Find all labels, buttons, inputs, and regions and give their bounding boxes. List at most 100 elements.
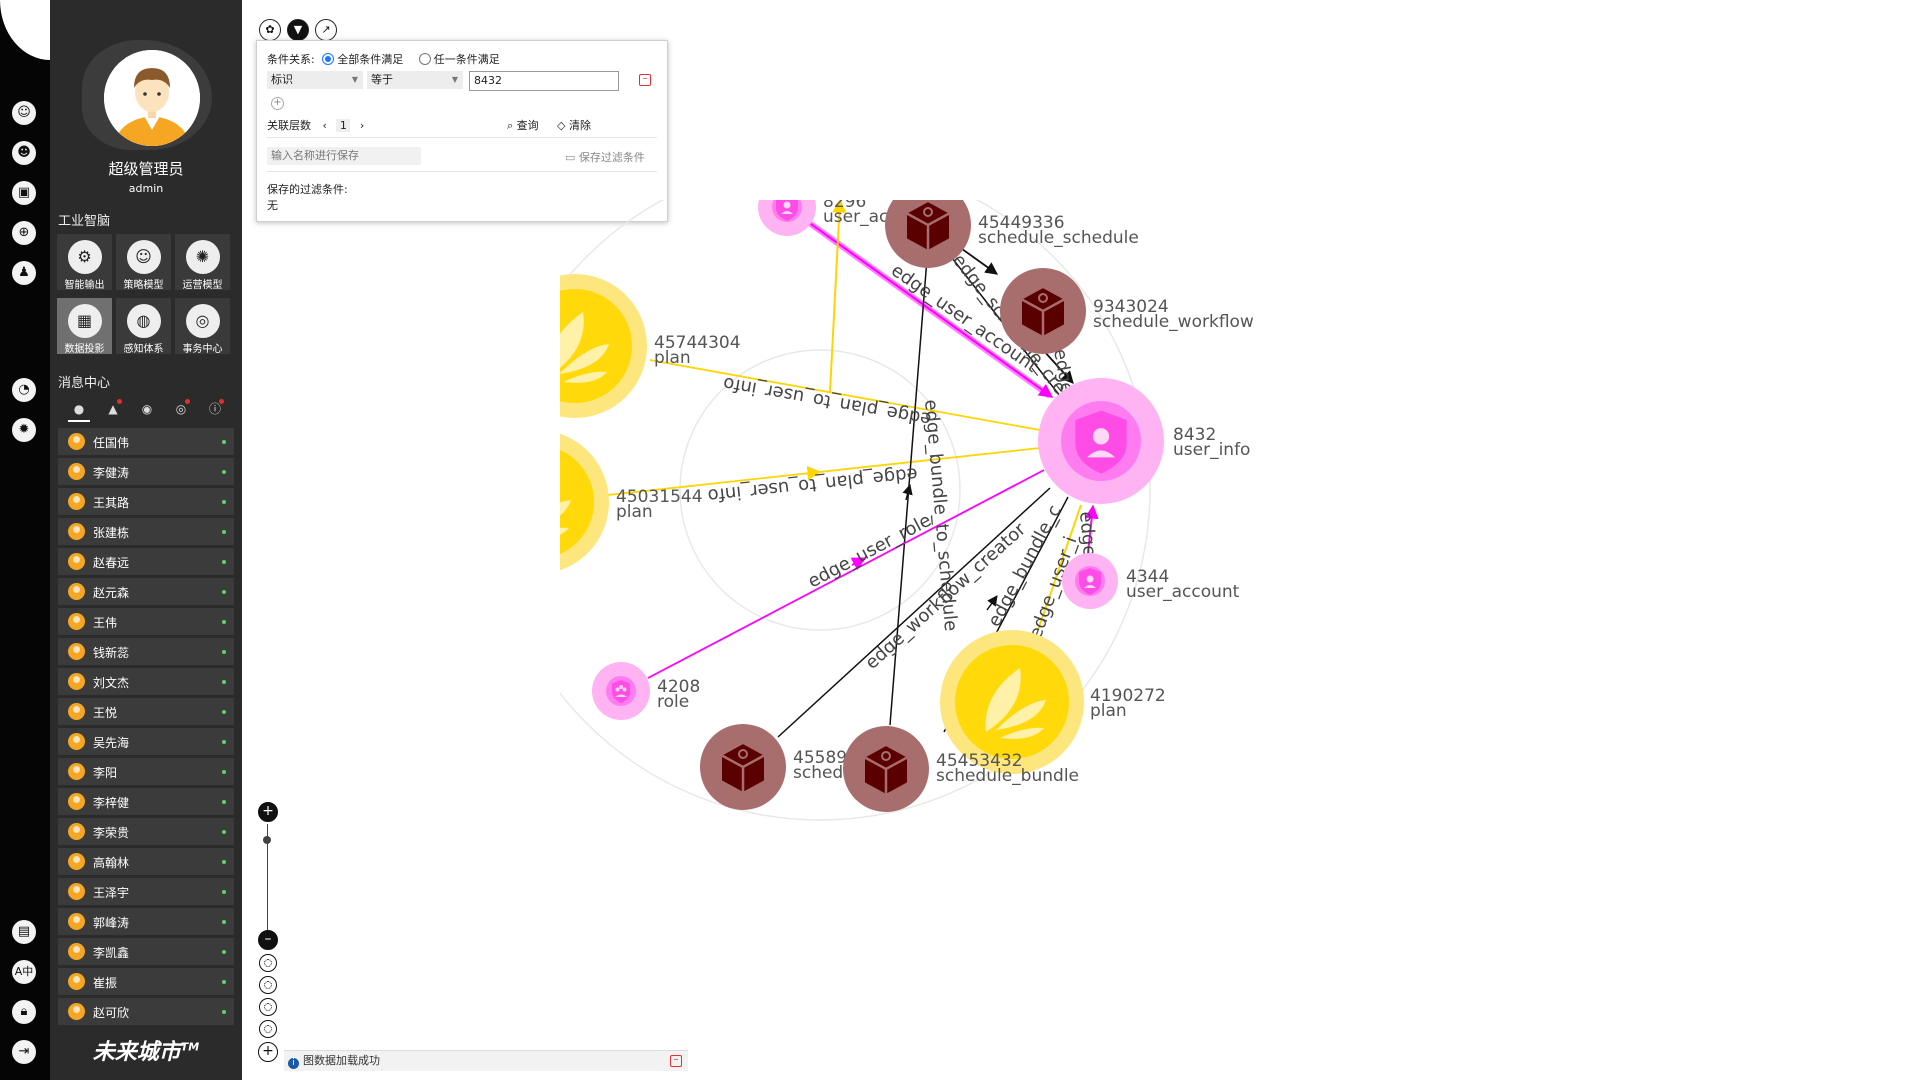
contact-item[interactable]: 张建栋 [58, 518, 234, 545]
share-icon[interactable]: ↗ [315, 19, 337, 41]
graph-node-4344[interactable]: 4344 user_account [1062, 553, 1240, 609]
field-select[interactable]: 标识▼ [267, 71, 363, 89]
graph-node-455891[interactable]: 455891 schedu [700, 724, 858, 810]
contact-item[interactable]: 吴先海 [58, 728, 234, 755]
radio-all-conditions[interactable] [322, 53, 335, 65]
contact-item[interactable]: 王泽宇 [58, 878, 234, 905]
graph-node-45031544[interactable]: 45031544 plan [560, 430, 703, 574]
tile-data-projection[interactable]: ▦ 数据投影 [57, 298, 112, 355]
contact-item[interactable]: 高翰林 [58, 848, 234, 875]
status-message: 图数据加载成功 [303, 1054, 380, 1067]
layout-cluster-icon[interactable] [259, 998, 277, 1016]
layout-radial-icon[interactable] [259, 954, 277, 972]
edge-workflow-to-user[interactable] [1042, 349, 1074, 384]
contact-item[interactable]: 崔振 [58, 968, 234, 995]
logout-icon[interactable]: ⇥ [12, 1040, 36, 1064]
share-circle-icon[interactable]: ⊕ [12, 221, 36, 245]
palette-icon[interactable]: ✿ [259, 19, 281, 41]
avatar[interactable] [104, 50, 200, 146]
graph-node-45453432[interactable]: 45453432 schedule_bundle [843, 726, 1079, 812]
layout-circle-icon[interactable] [259, 976, 277, 994]
tile-label: 数据投影 [64, 344, 105, 355]
contact-item[interactable]: 钱新蕊 [58, 638, 234, 665]
value-input[interactable]: 8432 [469, 71, 619, 91]
close-status-button[interactable]: – [670, 1055, 682, 1067]
globe-icon: ◍ [126, 304, 161, 338]
filter-icon[interactable]: ▼ [287, 19, 309, 41]
field-select-value: 标识 [271, 73, 293, 86]
graph-node-9343024[interactable]: 9343024 schedule_workflow [1000, 268, 1254, 354]
graph-node-8296[interactable]: 8296 user_account [758, 200, 937, 236]
avatar-area [82, 40, 212, 165]
contact-item[interactable]: 赵元森 [58, 578, 234, 605]
edge-workflow-creator[interactable] [777, 487, 1051, 738]
graph-node-45449336[interactable]: 45449336 schedule_schedule [885, 200, 1139, 268]
add-node-button[interactable]: + [258, 1042, 278, 1062]
translate-icon[interactable]: A中 [12, 960, 36, 984]
chip-icon[interactable]: ▤ [12, 920, 36, 944]
tile-smart-output[interactable]: ⚙ 智能输出 [57, 234, 112, 291]
profile-icon[interactable]: ☺ [12, 101, 36, 125]
edge-user-account[interactable] [789, 208, 1054, 398]
tile-strategy-model[interactable]: ☺ 策略模型 [116, 234, 171, 291]
edge-user-role[interactable] [647, 469, 1045, 679]
graph-node-4208[interactable]: 4208 role [592, 662, 700, 720]
user-settings-icon[interactable]: ♟ [12, 261, 36, 285]
zoom-out-button[interactable]: – [258, 930, 278, 950]
add-condition-button[interactable]: + [271, 97, 284, 110]
radio-any-condition[interactable] [418, 53, 431, 65]
contact-name: 李阳 [93, 766, 118, 780]
bell-icon[interactable]: ▲ [102, 398, 124, 420]
team-icon[interactable]: ☻ [12, 141, 36, 165]
depth-value[interactable]: 1 [336, 119, 351, 132]
lock-icon[interactable]: 🔒︎ [12, 1000, 36, 1024]
tile-perception-system[interactable]: ◍ 感知体系 [116, 298, 171, 355]
contact-item[interactable]: 赵可欣 [58, 998, 234, 1025]
clear-button[interactable]: ◇ 清除 [557, 117, 591, 133]
contact-item[interactable]: 郭峰涛 [58, 908, 234, 935]
chat-icon[interactable]: ● [68, 398, 90, 422]
zoom-in-button[interactable]: + [258, 802, 278, 822]
operator-select[interactable]: 等于▼ [367, 71, 463, 89]
edge-plan-to-user-info-1[interactable] [649, 359, 1041, 431]
tile-affairs-center[interactable]: ◎ 事务中心 [175, 298, 230, 355]
group-icon[interactable]: ◎ [170, 398, 192, 420]
depth-decrease-icon[interactable]: ‹ [322, 119, 327, 132]
contact-item[interactable]: 李凯鑫 [58, 938, 234, 965]
contact-item[interactable]: 李荣贵 [58, 818, 234, 845]
graph-node-45744304[interactable]: 45744304 plan [560, 274, 741, 418]
dashboard-icon[interactable]: ◔ [12, 378, 36, 402]
contact-item[interactable]: 王其路 [58, 488, 234, 515]
alert-icon[interactable]: ⓘ [204, 398, 226, 420]
saved-filters-value: 无 [267, 199, 278, 212]
save-filter-button[interactable]: ▭ 保存过滤条件 [565, 149, 645, 165]
graph-canvas[interactable]: edge_user_account edge_schedule_creator … [560, 200, 1560, 1000]
contacts-icon[interactable]: ◉ [141, 402, 153, 416]
graph-node-4190272[interactable]: 4190272 plan [940, 630, 1166, 774]
zoom-slider-handle[interactable] [263, 836, 271, 844]
layout-concentric-icon[interactable] [259, 1020, 277, 1038]
contact-item[interactable]: 王伟 [58, 608, 234, 635]
screen-icon[interactable]: ▣ [12, 181, 36, 205]
contact-item[interactable]: 李梓健 [58, 788, 234, 815]
contact-name: 吴先海 [93, 736, 130, 750]
settings-icon[interactable]: ✹ [12, 418, 36, 442]
contact-item[interactable]: 赵春远 [58, 548, 234, 575]
edge-schedule-creator[interactable] [937, 239, 1061, 397]
contact-item[interactable]: 王悦 [58, 698, 234, 725]
edge-plan-user-info-3[interactable] [1037, 504, 1082, 631]
contact-item[interactable]: 任国伟 [58, 428, 234, 455]
save-name-input[interactable]: 输入名称进行保存 [267, 147, 421, 165]
zoom-slider-track[interactable] [267, 824, 268, 932]
contact-item[interactable]: 刘文杰 [58, 668, 234, 695]
depth-increase-icon[interactable]: › [359, 119, 365, 132]
graph-node-8432[interactable]: 8432 user_info [1038, 378, 1250, 504]
edge-plan-to-user-info-2[interactable] [607, 447, 1041, 496]
query-button[interactable]: ⌕ 查询 [507, 117, 539, 133]
edge-account-to-user[interactable] [1084, 504, 1099, 563]
unread-dot [117, 399, 122, 404]
contact-item[interactable]: 李阳 [58, 758, 234, 785]
remove-condition-button[interactable]: – [639, 74, 651, 86]
contact-item[interactable]: 李健涛 [58, 458, 234, 485]
tile-operation-model[interactable]: ✺ 运营模型 [175, 234, 230, 291]
